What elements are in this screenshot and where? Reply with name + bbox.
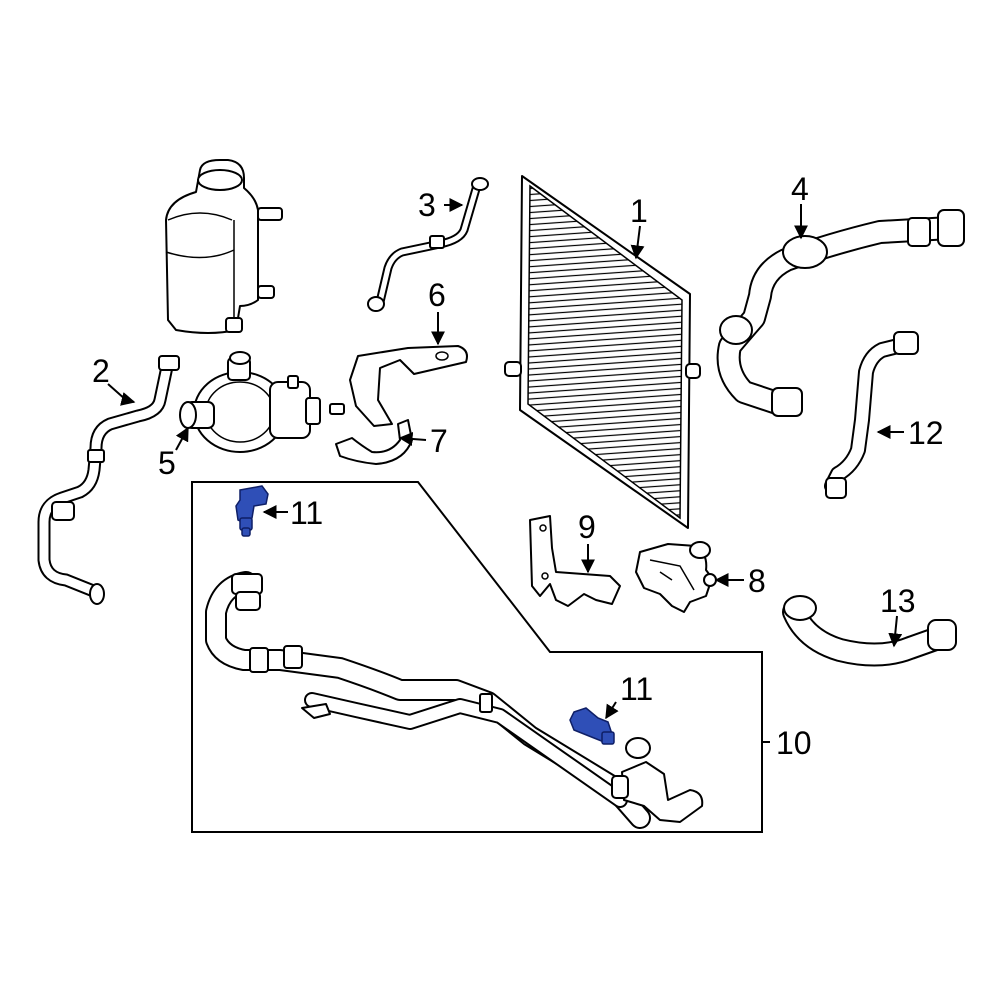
- callout-labels: 1 2 3 4 5 6 7 8 9 10 11 11 12 13: [92, 171, 944, 761]
- water-pump-5[interactable]: [179, 351, 321, 453]
- radiator[interactable]: [504, 175, 701, 529]
- callout-4: 4: [791, 171, 809, 207]
- callout-12: 12: [908, 415, 944, 451]
- callout-3: 3: [418, 187, 436, 223]
- temperature-sensor-11-upper[interactable]: [235, 485, 269, 537]
- callout-10: 10: [776, 725, 812, 761]
- callout-2: 2: [92, 353, 110, 389]
- leader-lines: [107, 198, 904, 743]
- hose-2[interactable]: [37, 355, 180, 605]
- temperature-sensor-11-lower[interactable]: [569, 707, 615, 745]
- callout-8: 8: [748, 563, 766, 599]
- bracket-9[interactable]: [529, 515, 621, 607]
- bracket-6[interactable]: [329, 345, 468, 427]
- callout-11-upper: 11: [290, 495, 323, 531]
- thermostat-housing-8[interactable]: [635, 541, 717, 613]
- coolant-pipe-assembly-10[interactable]: [205, 571, 704, 829]
- coolant-reservoir[interactable]: [165, 159, 283, 334]
- callout-5: 5: [158, 445, 176, 481]
- clamp-7[interactable]: [335, 419, 413, 465]
- callout-11-lower: 11: [620, 671, 653, 707]
- upper-hose-4[interactable]: [716, 209, 965, 417]
- callout-13: 13: [880, 583, 916, 619]
- hose-12[interactable]: [824, 331, 919, 499]
- callout-7: 7: [430, 423, 448, 459]
- callout-6: 6: [428, 277, 446, 313]
- assembly-10-frame: [191, 481, 763, 833]
- hose-13[interactable]: [782, 595, 957, 667]
- callout-1: 1: [630, 193, 648, 229]
- small-line-3[interactable]: [367, 177, 489, 312]
- callout-9: 9: [578, 509, 596, 545]
